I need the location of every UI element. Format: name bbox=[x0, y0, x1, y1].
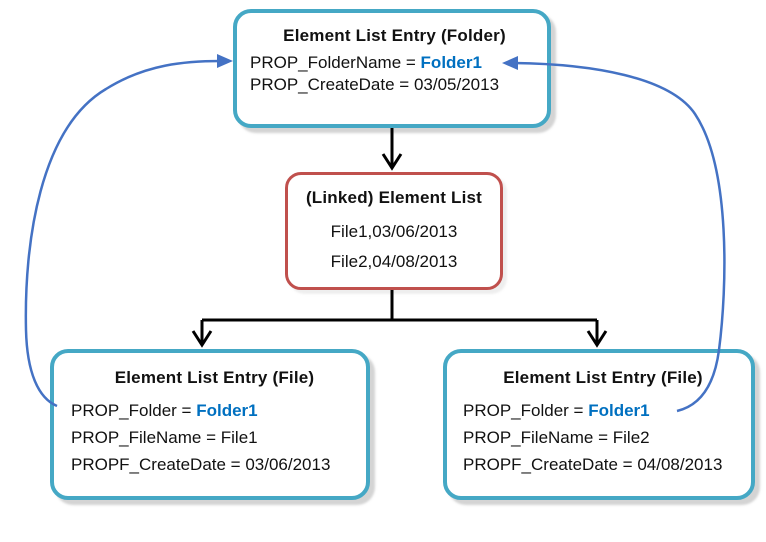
file-entry-2-title: Element List Entry (File) bbox=[503, 368, 703, 387]
prop-value-highlight: Folder1 bbox=[420, 53, 482, 72]
file-entry-2-box: Element List Entry (File) PROP_Folder = … bbox=[443, 349, 755, 500]
list-entry-file1: File1,03/06/2013 bbox=[330, 222, 458, 241]
folder-entry-box: Element List Entry (Folder) PROP_FolderN… bbox=[233, 9, 551, 128]
arrow-list-to-files bbox=[191, 290, 608, 348]
prop-label: PROP_FolderName = bbox=[250, 53, 421, 72]
prop-label: PROP_CreateDate = bbox=[250, 75, 414, 94]
linked-element-list-title: (Linked) Element List bbox=[305, 188, 483, 207]
prop-value: 04/08/2013 bbox=[637, 455, 723, 474]
prop-value: 03/06/2013 bbox=[245, 455, 331, 474]
folder-createdate-line: PROP_CreateDate = 03/05/2013 bbox=[250, 74, 539, 96]
prop-value: 03/05/2013 bbox=[413, 75, 500, 94]
file-entry-1-box: Element List Entry (File) PROP_Folder = … bbox=[50, 349, 370, 500]
prop-label: PROPF_CreateDate = bbox=[463, 455, 638, 474]
file1-createdate-line: PROPF_CreateDate = 03/06/2013 bbox=[71, 451, 358, 478]
prop-value: File2 bbox=[612, 428, 650, 447]
prop-label: PROP_Folder = bbox=[71, 401, 197, 420]
file1-folder-line: PROP_Folder = Folder1 bbox=[71, 397, 358, 424]
prop-label: PROPF_CreateDate = bbox=[71, 455, 246, 474]
file2-createdate-line: PROPF_CreateDate = 04/08/2013 bbox=[463, 451, 743, 478]
linked-element-list-box: (Linked) Element List File1,03/06/2013 F… bbox=[285, 172, 503, 290]
prop-value-highlight: Folder1 bbox=[588, 401, 650, 420]
folder-entry-title: Element List Entry (Folder) bbox=[283, 26, 506, 45]
file-entry-1-title: Element List Entry (File) bbox=[114, 368, 315, 387]
prop-label: PROP_Folder = bbox=[463, 401, 589, 420]
prop-value-highlight: Folder1 bbox=[196, 401, 258, 420]
prop-label: PROP_FileName = bbox=[71, 428, 221, 447]
prop-label: PROP_FileName = bbox=[463, 428, 613, 447]
folder-name-line: PROP_FolderName = Folder1 bbox=[250, 52, 539, 74]
file1-filename-line: PROP_FileName = File1 bbox=[71, 424, 358, 451]
file2-filename-line: PROP_FileName = File2 bbox=[463, 424, 743, 451]
arrow-folder-to-list bbox=[381, 128, 403, 171]
file2-folder-line: PROP_Folder = Folder1 bbox=[463, 397, 743, 424]
list-entry-file2: File2,04/08/2013 bbox=[330, 252, 458, 271]
prop-value: File1 bbox=[220, 428, 258, 447]
arrowhead-right-icon bbox=[217, 54, 233, 68]
